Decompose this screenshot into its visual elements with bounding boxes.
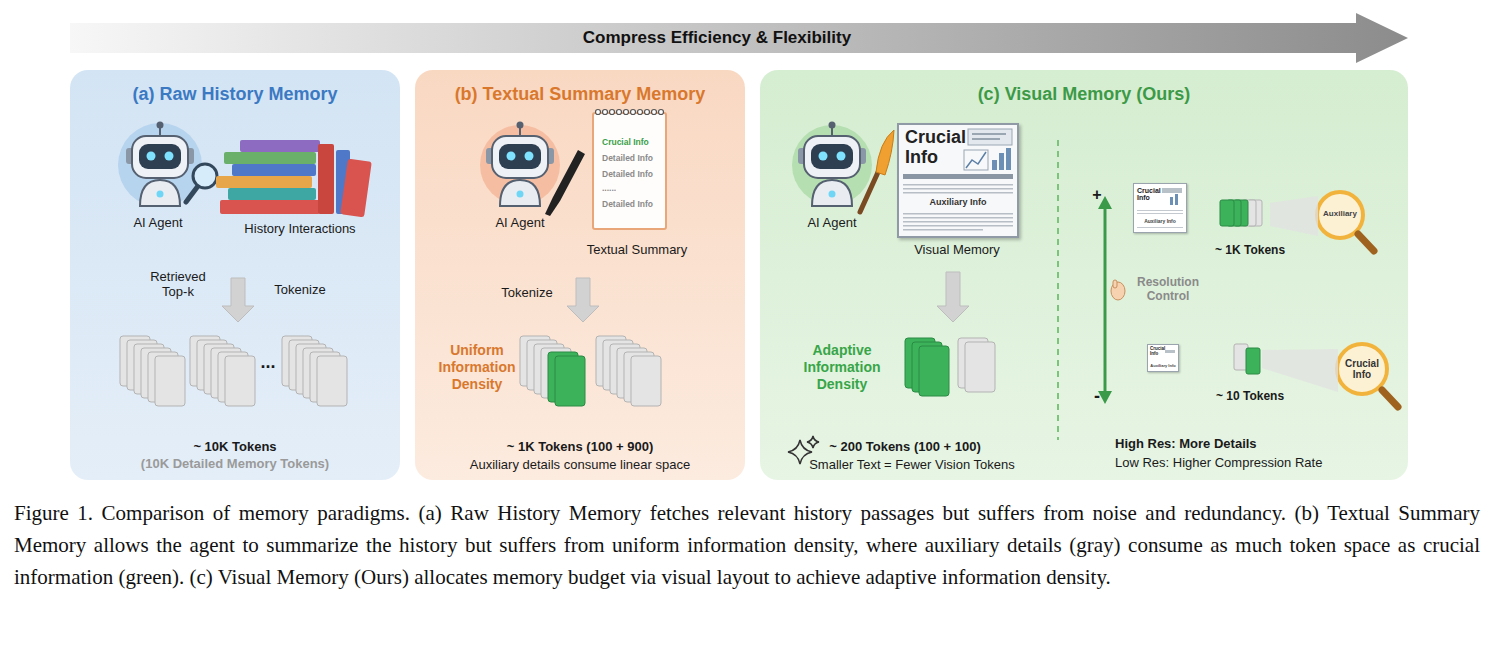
- notepad-spiral: [596, 110, 664, 115]
- magnifier-lens: Crucial Info: [1335, 342, 1389, 396]
- zoom-beam: [1270, 196, 1318, 236]
- progress-arrow: [70, 13, 1408, 63]
- token-stack: [1220, 200, 1262, 374]
- panel: (c) Visual Memory (Ours)Crucial InfoAuxi…: [760, 70, 1408, 480]
- zoom-beam: [1262, 349, 1338, 392]
- divider-line: [1057, 140, 1059, 440]
- figure-caption: Figure 1. Comparison of memory paradigms…: [14, 497, 1480, 593]
- thumbnail-high-res: Crucial InfoAuxiliary Info: [1133, 183, 1187, 233]
- document-graphics: [903, 129, 1013, 231]
- node-text: Auxiliary Info: [899, 197, 1017, 207]
- panel-title: (a) Raw History Memory: [70, 84, 400, 105]
- node-text: ......: [602, 184, 616, 194]
- node-text: Detailed Info: [602, 170, 653, 180]
- hand-icon: [1111, 280, 1125, 300]
- visual-memory-doc: Crucial InfoAuxiliary Info: [897, 123, 1019, 238]
- node-text: Detailed Info: [602, 200, 653, 210]
- node-text: Crucial Info: [905, 128, 969, 168]
- sparkle-icon: [788, 436, 819, 464]
- node-text: Auxiliary Info: [1134, 219, 1186, 225]
- panel-title: (b) Textual Summary Memory: [415, 84, 745, 105]
- resolution-arrow: [1098, 196, 1112, 404]
- panel: (a) Raw History Memory: [70, 70, 400, 480]
- down-arrow: [567, 278, 599, 322]
- down-arrow: [937, 272, 969, 322]
- node-text: Auxiliary: [1319, 209, 1361, 218]
- token-stack: [120, 336, 347, 406]
- down-arrow: [222, 278, 254, 322]
- agent-icon: [118, 122, 202, 208]
- node-text: Auxiliary Info: [1148, 364, 1178, 369]
- token-stack: [520, 336, 661, 406]
- title: Compress Efficiency & Flexibility: [417, 28, 1017, 48]
- brush-icon: [860, 130, 894, 212]
- node-text: Crucial Info: [1150, 347, 1166, 356]
- books-icon: [216, 140, 372, 217]
- node-text: Crucial Info: [602, 138, 649, 148]
- node-text: Detailed Info: [602, 154, 653, 164]
- pen-icon: [545, 150, 585, 216]
- node-text: Crucial Info: [1339, 358, 1385, 380]
- node-text: Crucial Info: [1137, 187, 1163, 202]
- thumbnail-graphics: [1137, 188, 1183, 353]
- magnifier-lens: Auxiliary: [1315, 190, 1365, 240]
- panel: (b) Textual Summary MemoryCrucial InfoDe…: [415, 70, 745, 480]
- agent-icon: [480, 122, 560, 207]
- thumbnail-low-res: Crucial InfoAuxiliary Info: [1147, 344, 1179, 372]
- notepad: Crucial InfoDetailed InfoDetailed Info..…: [592, 112, 667, 230]
- magnifier-icon: [186, 164, 217, 202]
- agent-icon: [792, 122, 872, 207]
- token-stack: [905, 338, 995, 396]
- magnifier-handle: [1358, 234, 1398, 407]
- panel-title: (c) Visual Memory (Ours): [760, 84, 1408, 105]
